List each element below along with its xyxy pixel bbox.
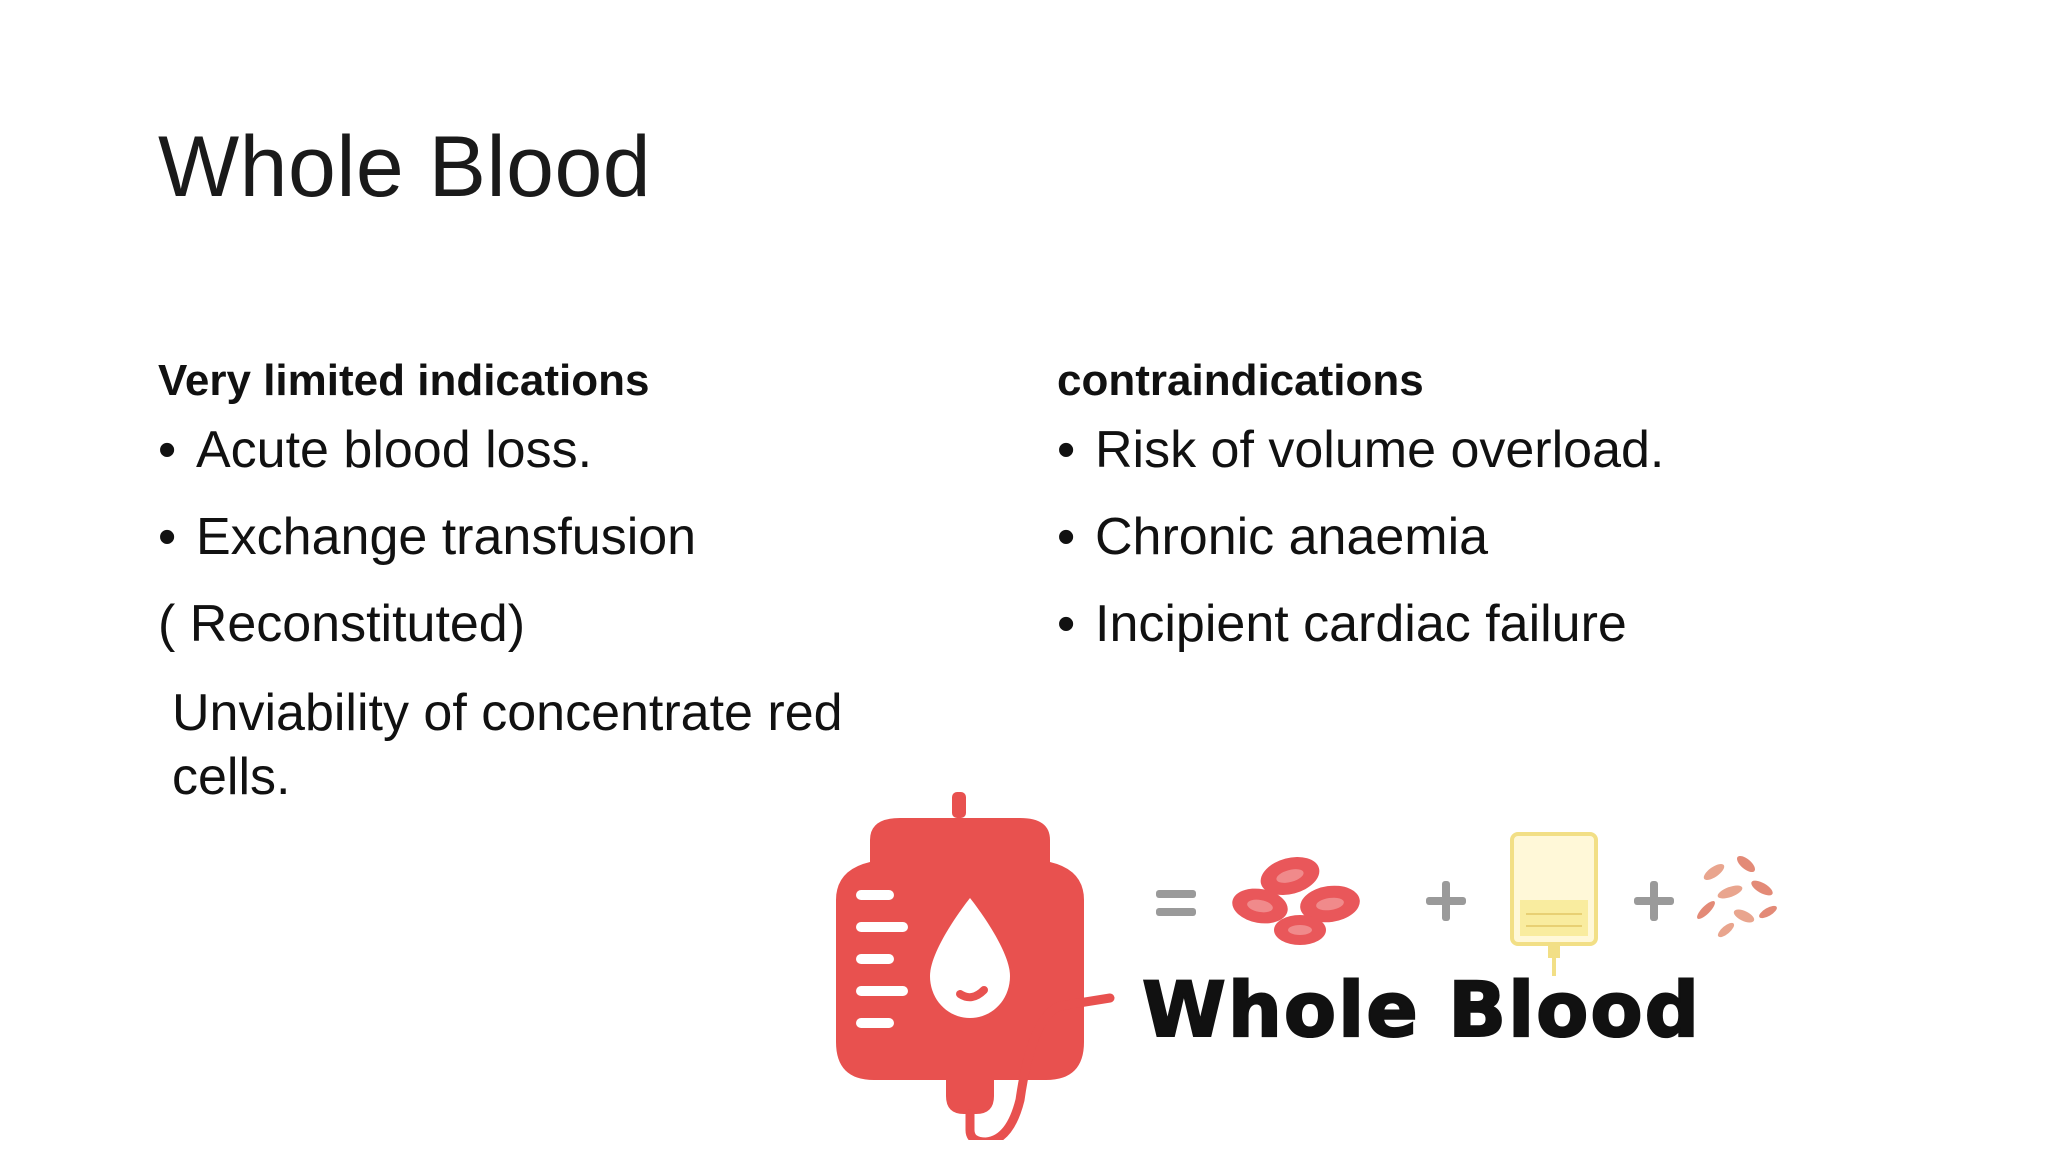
graphic-caption: Whole Blood bbox=[1141, 964, 1702, 1055]
contraindications-list: Risk of volume overload. Chronic anaemia… bbox=[1057, 420, 1877, 654]
equals-icon bbox=[1156, 890, 1196, 916]
list-item: Risk of volume overload. bbox=[1057, 420, 1877, 480]
whole-blood-illustration bbox=[836, 792, 1777, 1140]
plus-icon bbox=[1426, 881, 1466, 921]
plasma-bag-icon bbox=[1510, 832, 1598, 976]
blood-bag-icon bbox=[836, 792, 1115, 1140]
list-item: Incipient cardiac failure bbox=[1057, 594, 1877, 654]
list-item: Chronic anaemia bbox=[1057, 507, 1877, 567]
indications-heading: Very limited indications bbox=[158, 356, 650, 405]
unviability-note: Unviability of concentrate red cells. bbox=[172, 684, 843, 806]
indications-list: Acute blood loss. Exchange transfusion bbox=[158, 420, 938, 567]
list-item: Acute blood loss. bbox=[158, 420, 938, 480]
contraindications-heading: contraindications bbox=[1057, 356, 1424, 405]
platelets-icon bbox=[1697, 855, 1777, 938]
slide-title: Whole Blood bbox=[158, 119, 652, 215]
plus-icon bbox=[1634, 881, 1674, 921]
contraindications-column: contraindications Risk of volume overloa… bbox=[1057, 356, 1877, 681]
red-cells-icon bbox=[1232, 856, 1360, 945]
reconstituted-note: ( Reconstituted) bbox=[158, 595, 526, 653]
list-item: Exchange transfusion bbox=[158, 507, 938, 567]
indications-column: Very limited indications Acute blood los… bbox=[158, 356, 938, 836]
